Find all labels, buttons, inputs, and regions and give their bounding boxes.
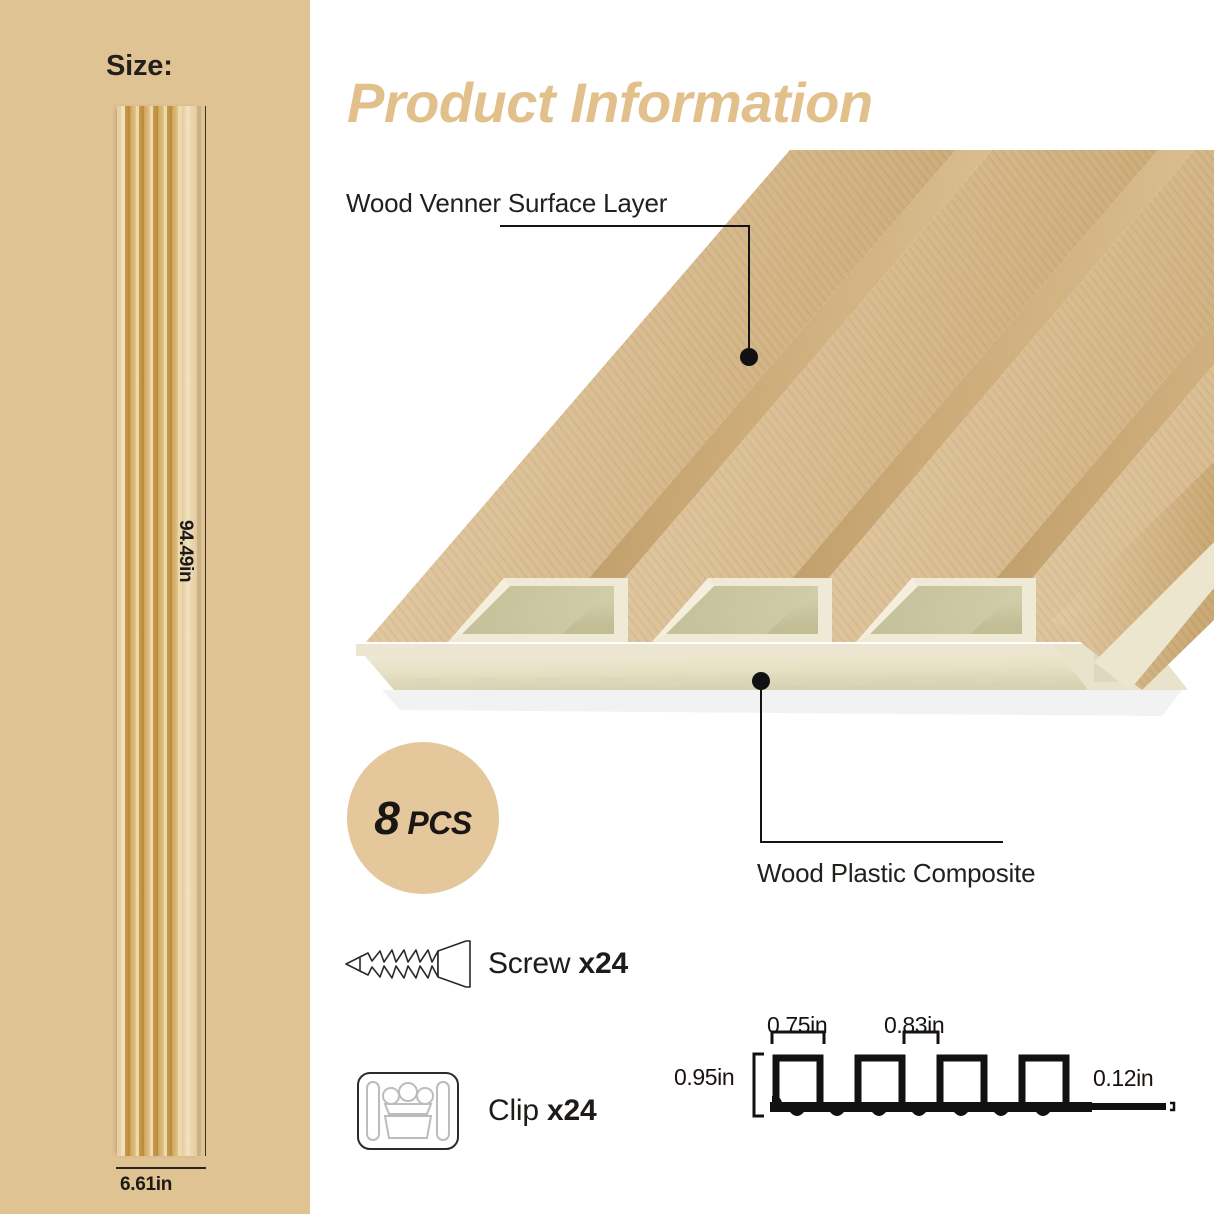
horizontal-dimension-label: 6.61in: [120, 1174, 173, 1195]
callout-veneer-leader-vertical: [748, 225, 750, 357]
callout-wpc-leader-vertical: [760, 681, 762, 843]
board-edge-line: [205, 106, 206, 1156]
profile-label-base-thickness: 0.12in: [1093, 1065, 1154, 1091]
accessory-label-screw: Screw x24: [488, 947, 628, 981]
size-label: Size:: [106, 50, 173, 82]
callout-veneer-leader-horizontal: [500, 225, 750, 227]
vertical-dimension-label: 94.49in: [175, 520, 196, 583]
quantity-badge: 8 PCS: [347, 742, 499, 894]
accessory-qty-clip: x24: [547, 1094, 597, 1127]
profile-label-height: 0.95in: [674, 1064, 735, 1090]
profile-label-rib-width: 0.75in: [767, 1012, 828, 1038]
callout-label-wpc: Wood Plastic Composite: [757, 858, 1036, 888]
page-title: Product Information: [347, 71, 873, 134]
size-panel: Size: 94.49in 6.61in: [0, 0, 310, 1214]
accessory-row-clip: Clip x24: [338, 1068, 597, 1154]
quantity-badge-count: 8: [374, 792, 400, 844]
accessory-row-screw: Screw x24: [338, 938, 628, 990]
callout-veneer-point-marker: [740, 348, 758, 366]
panel-3d-illustration: [352, 150, 1214, 770]
quantity-badge-unit: PCS: [407, 805, 472, 841]
accessory-qty-screw: x24: [578, 947, 629, 980]
accessory-name-clip: Clip: [488, 1094, 539, 1127]
accessory-label-clip: Clip x24: [488, 1094, 597, 1128]
width-dimension-rule: [116, 1167, 206, 1169]
slat-board-illustration: [117, 106, 201, 1156]
callout-label-veneer: Wood Venner Surface Layer: [346, 188, 668, 218]
screw-icon: [338, 938, 478, 990]
profile-label-rib-gap: 0.83in: [884, 1012, 945, 1038]
clip-icon: [338, 1068, 478, 1154]
callout-wpc-leader-horizontal: [760, 841, 1003, 843]
accessory-name-screw: Screw: [488, 947, 571, 980]
profile-cross-section-diagram: 0.75in 0.83in 0.95in 0.12in: [672, 1004, 1214, 1144]
